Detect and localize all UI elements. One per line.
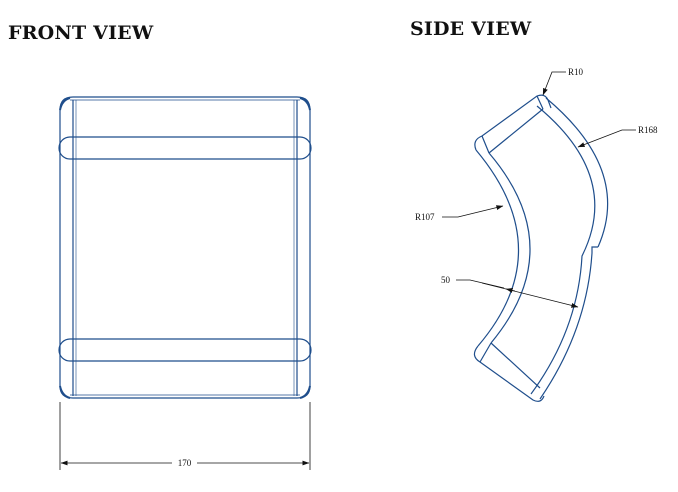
side-top-cap-line-2 (481, 135, 490, 154)
side-bottom-cap-line-2 (479, 342, 492, 363)
r10-leader (542, 71, 566, 96)
front-corner-blend-br (299, 385, 311, 399)
side-outer-step (591, 246, 598, 253)
thickness-dimension-line (481, 282, 579, 308)
thickness-label: 50 (441, 275, 451, 285)
side-view-title: SIDE VIEW (410, 18, 532, 40)
r107-leader (442, 205, 504, 218)
front-corner-blend-tl (59, 97, 71, 111)
r168-label: R168 (638, 125, 658, 135)
side-outer-arc (545, 97, 609, 248)
side-inner-arc-2 (488, 152, 531, 344)
front-lower-band (58, 338, 312, 362)
front-corner-blend-bl (59, 385, 71, 399)
side-top-cap-line (488, 108, 544, 154)
r168-leader (577, 129, 636, 148)
side-dimensions (442, 71, 636, 308)
width-dimension (59, 402, 311, 470)
front-corner-blend-tr (299, 97, 311, 111)
side-bottom-cap-line (490, 342, 541, 389)
thickness-dimension-line-start (505, 288, 516, 293)
r107-label: R107 (415, 212, 435, 222)
front-upper-band (58, 136, 312, 160)
side-inner-arc (475, 149, 520, 347)
side-bottom-cap (473, 345, 545, 402)
side-outer-arc-inner-line (530, 105, 596, 395)
side-top-cap-line-3 (536, 95, 544, 110)
width-dimension-label: 170 (178, 458, 192, 468)
side-top-cap (474, 94, 552, 151)
r10-label: R10 (568, 67, 584, 77)
front-view (58, 96, 312, 399)
side-view (473, 94, 609, 402)
front-body-outline (59, 96, 311, 399)
front-view-title: FRONT VIEW (8, 22, 154, 44)
side-outer-arc-lower (539, 252, 593, 400)
